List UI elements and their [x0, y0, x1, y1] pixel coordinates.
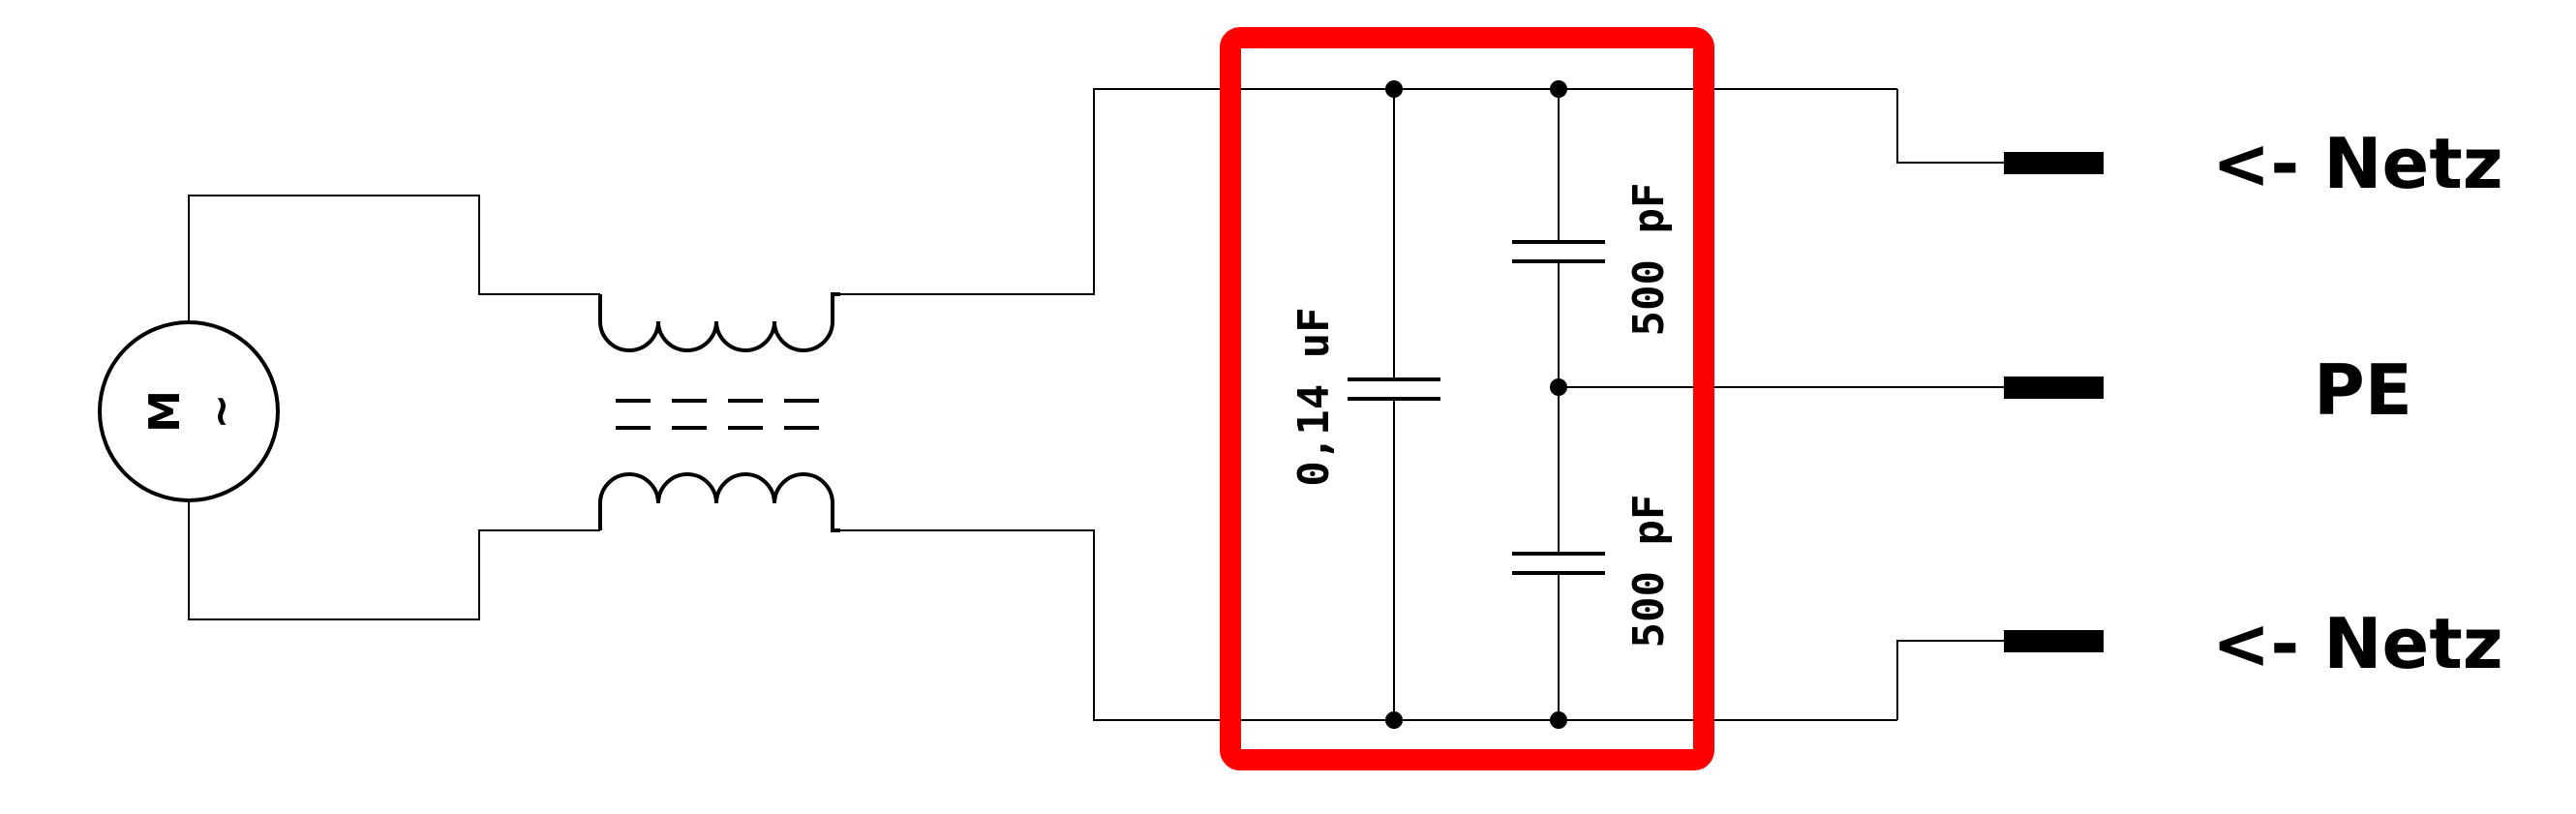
terminal-top-label: <- Netz: [2212, 123, 2503, 204]
capacitor-main-label: 0,14 uF: [1289, 307, 1339, 486]
output-wiring: [1896, 89, 2004, 720]
terminal-bottom: [2004, 630, 2104, 652]
terminal-middle: [2004, 377, 2104, 399]
terminal-bottom-label: <- Netz: [2212, 603, 2503, 684]
filter-input-wiring: [840, 88, 1394, 721]
motor-wiring: [188, 195, 600, 620]
junction-dot: [1385, 80, 1403, 98]
capacitor-lower: 500 pF: [1512, 387, 1674, 720]
capacitor-main: 0,14 uF: [1289, 89, 1440, 720]
motor-symbol: M ~: [98, 320, 280, 502]
upper-winding: [598, 292, 840, 352]
motor-tilde: ~: [197, 394, 246, 430]
filter-bus: [1394, 88, 1897, 721]
motor-letter: M: [140, 390, 190, 433]
capacitor-upper-label: 500 pF: [1624, 183, 1674, 337]
junction-dot: [1550, 378, 1567, 396]
terminal-middle-label: PE: [2314, 349, 2412, 431]
terminal-top: [2004, 152, 2104, 174]
capacitor-upper: 500 pF: [1512, 89, 1674, 387]
terminals: <- Netz PE <- Netz: [2004, 123, 2503, 684]
junction-dot: [1550, 711, 1567, 729]
filter-highlight-box: [1220, 27, 1714, 770]
junction-dot: [1550, 80, 1567, 98]
choke-inductor: [598, 292, 840, 532]
junction-dot: [1385, 711, 1403, 729]
capacitor-lower-label: 500 pF: [1624, 495, 1674, 648]
junction-dots: [1385, 80, 1567, 729]
lower-winding: [598, 472, 840, 532]
